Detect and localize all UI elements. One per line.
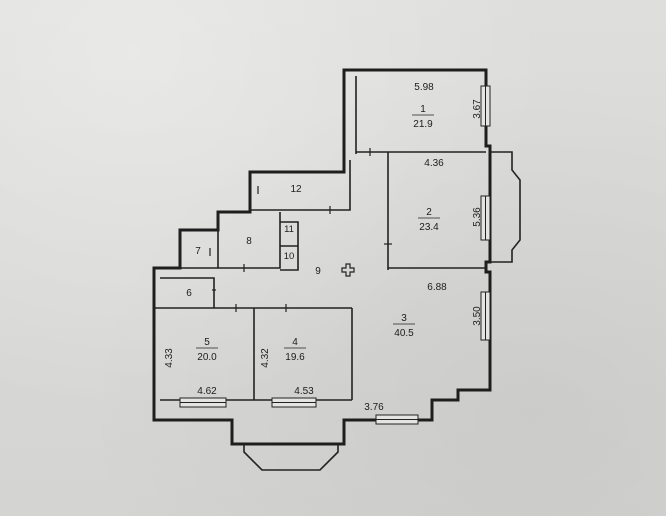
wall-room12 xyxy=(250,160,351,211)
room-12-number: 12 xyxy=(290,184,302,195)
room-5-area: 20.0 xyxy=(197,352,217,363)
center-cross-icon xyxy=(341,263,355,277)
room-3-number: 3 xyxy=(401,313,407,324)
dim-room2-width: 4.36 xyxy=(424,158,444,169)
dim-room3-depth: 3.50 xyxy=(472,306,483,326)
room-9-number: 9 xyxy=(315,266,321,277)
dim-room2-depth: 5.36 xyxy=(472,207,483,227)
dim-room5-depth: 4.33 xyxy=(164,348,175,368)
room-1-area: 21.9 xyxy=(413,119,433,130)
dim-room3-bottom: 3.76 xyxy=(364,402,384,413)
room-5-number: 5 xyxy=(204,337,210,348)
door-marks xyxy=(209,148,392,312)
wall-room6 xyxy=(160,277,215,308)
window-room4 xyxy=(271,397,317,408)
room-7-number: 7 xyxy=(195,246,201,257)
room-8-number: 8 xyxy=(246,236,252,247)
dim-room4-width: 4.53 xyxy=(294,386,314,397)
dim-room5-width: 4.62 xyxy=(197,386,217,397)
window-room3-bottom xyxy=(375,414,419,425)
window-room2 xyxy=(480,195,491,241)
room-4-number: 4 xyxy=(292,337,298,348)
window-room5 xyxy=(179,397,227,408)
room-11-number: 11 xyxy=(284,224,294,235)
window-room1 xyxy=(480,85,491,127)
room-2-area: 23.4 xyxy=(419,222,439,233)
room-4-area: 19.6 xyxy=(285,352,305,363)
dim-room4-depth: 4.32 xyxy=(260,348,271,368)
bay-window-right xyxy=(490,151,521,263)
wall-room8 xyxy=(217,212,281,269)
room-6-number: 6 xyxy=(186,288,192,299)
room-3-area: 40.5 xyxy=(394,328,414,339)
fraction-lines xyxy=(196,114,440,349)
room-2-number: 2 xyxy=(426,207,432,218)
dim-room1-depth: 3.67 xyxy=(472,99,483,119)
wall-room7 xyxy=(179,230,218,269)
room-1-number: 1 xyxy=(420,104,426,115)
bay-window-bottom xyxy=(243,444,339,471)
room-10-number: 10 xyxy=(284,251,295,262)
window-room3 xyxy=(480,291,491,341)
dim-room3-width: 6.88 xyxy=(427,282,447,293)
dim-room1-width: 5.98 xyxy=(414,82,434,93)
